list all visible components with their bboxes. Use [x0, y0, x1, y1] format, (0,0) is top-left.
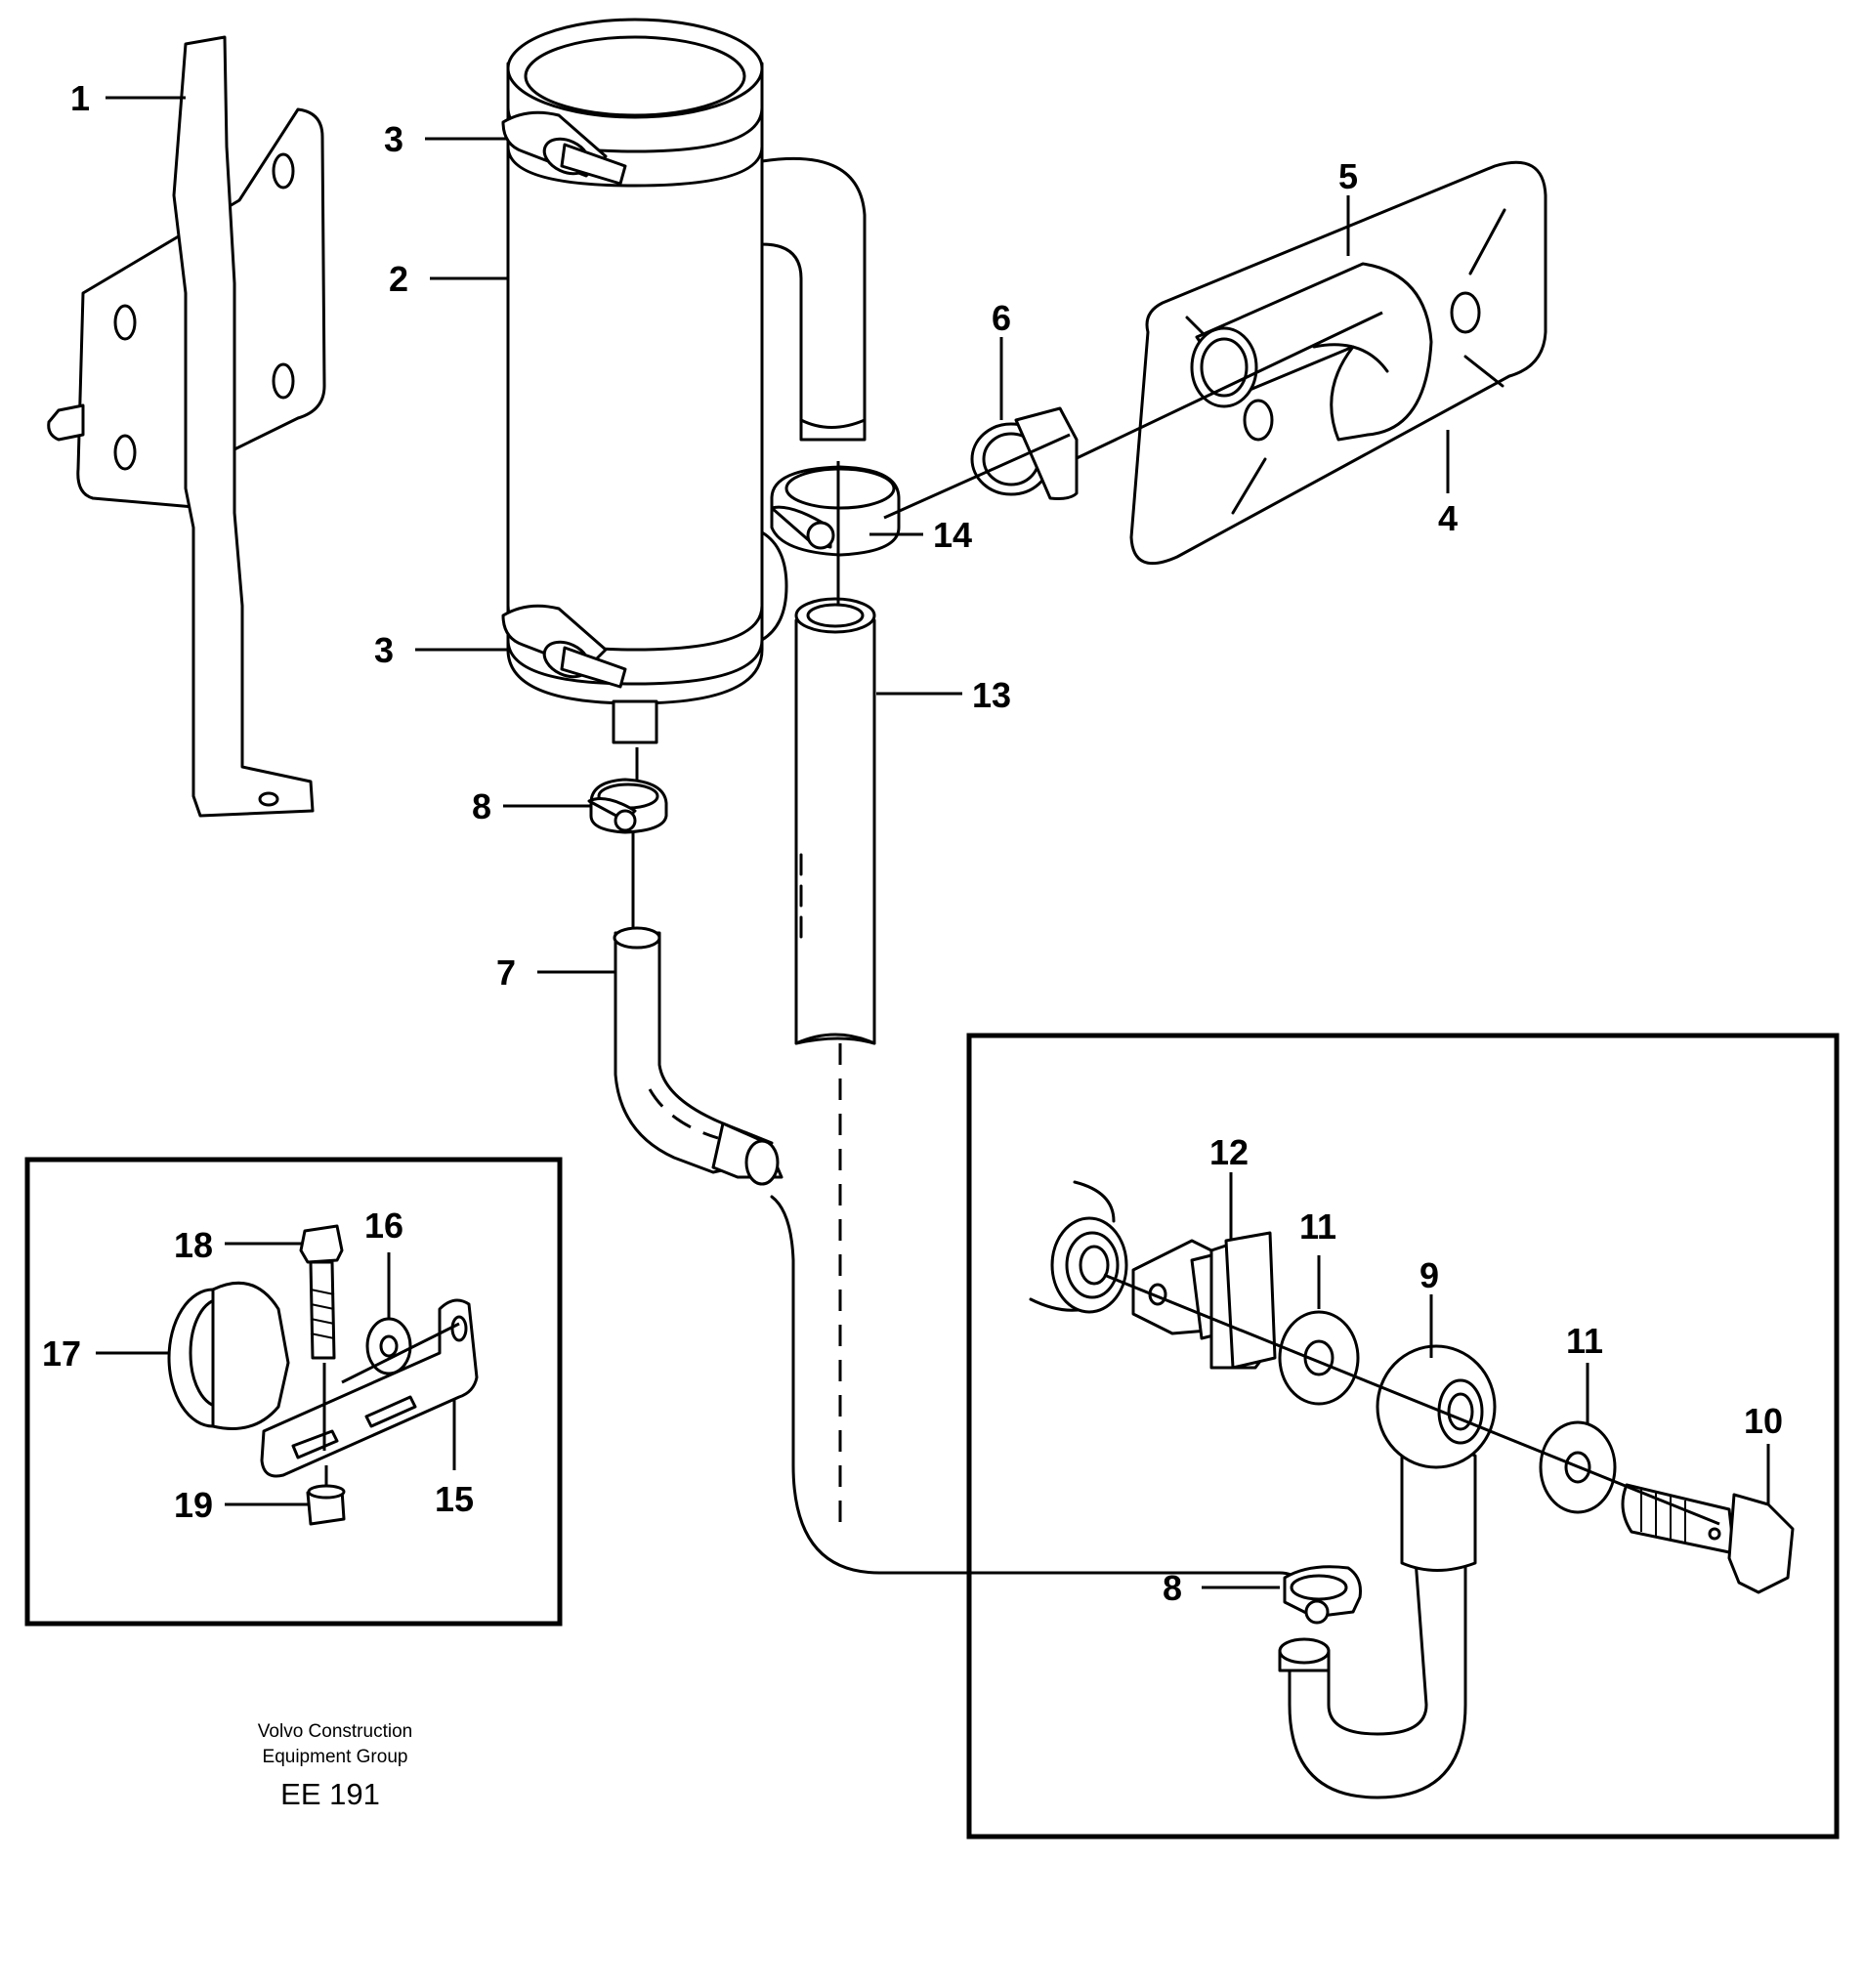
bracket-part-1 [47, 35, 326, 818]
hose-clamp-part-3-lower [501, 604, 627, 689]
hose-clamp-part-14 [770, 465, 901, 557]
centerline-banjo [1103, 1273, 1720, 1526]
bolt-part-18 [299, 1224, 344, 1451]
callout-15: 15 [435, 1479, 474, 1519]
callout-5: 5 [1338, 156, 1358, 196]
callout-17: 17 [42, 1333, 81, 1374]
engine-port [1029, 1180, 1128, 1314]
callout-16: 16 [364, 1205, 403, 1246]
callout-8-lower: 8 [1163, 1568, 1182, 1608]
canister-part-2 [506, 18, 867, 744]
credit-line-1: Volvo Construction [258, 1721, 412, 1742]
callout-7: 7 [496, 952, 516, 993]
nut-part-19 [306, 1465, 346, 1526]
hose-clamp-part-6 [883, 406, 1079, 520]
callout-4: 4 [1438, 498, 1458, 538]
callout-labels: 1 3 2 3 5 6 14 4 13 8 7 12 11 9 11 10 8 … [42, 78, 1783, 1608]
clip-part-17 [167, 1281, 290, 1430]
credit-block: Volvo Construction Equipment Group EE 19… [258, 1721, 412, 1811]
callout-18: 18 [174, 1225, 213, 1265]
mounting-plate-part-4 [1129, 160, 1547, 566]
callout-19: 19 [174, 1485, 213, 1525]
callout-11-left: 11 [1299, 1206, 1336, 1247]
callout-12: 12 [1209, 1132, 1249, 1172]
hose-clamp-part-8-lower [1278, 1565, 1362, 1672]
inset-banjo-connection [966, 1033, 1840, 1840]
callout-3-upper: 3 [384, 119, 403, 159]
bolt-part-10 [1621, 1483, 1795, 1594]
callout-8-upper: 8 [472, 786, 491, 826]
union-part-12 [1131, 1231, 1277, 1370]
hose-part-7 [613, 926, 1306, 1614]
callout-11-right: 11 [1566, 1321, 1603, 1361]
hose-part-13 [794, 461, 876, 1524]
bracket-part-15 [260, 1298, 479, 1478]
hose-clamp-part-3-upper [501, 110, 627, 186]
washer-part-11-left [1278, 1310, 1360, 1406]
credit-line-2: Equipment Group [263, 1747, 408, 1767]
callout-6: 6 [992, 298, 1011, 338]
banjo-part-9 [1288, 1344, 1497, 1799]
drawing-code: EE 191 [280, 1777, 380, 1811]
leader-lines [96, 96, 1770, 1589]
elbow-part-5 [1074, 262, 1433, 461]
callout-1: 1 [70, 78, 90, 118]
callout-9: 9 [1419, 1255, 1439, 1295]
hose-clamp-part-8-upper [587, 747, 668, 933]
inset-clip-assembly [24, 1157, 563, 1627]
callout-14: 14 [933, 515, 972, 555]
callout-10: 10 [1744, 1401, 1783, 1441]
callout-3-lower: 3 [374, 630, 394, 670]
callout-2: 2 [389, 259, 408, 299]
callout-13: 13 [972, 675, 1011, 715]
